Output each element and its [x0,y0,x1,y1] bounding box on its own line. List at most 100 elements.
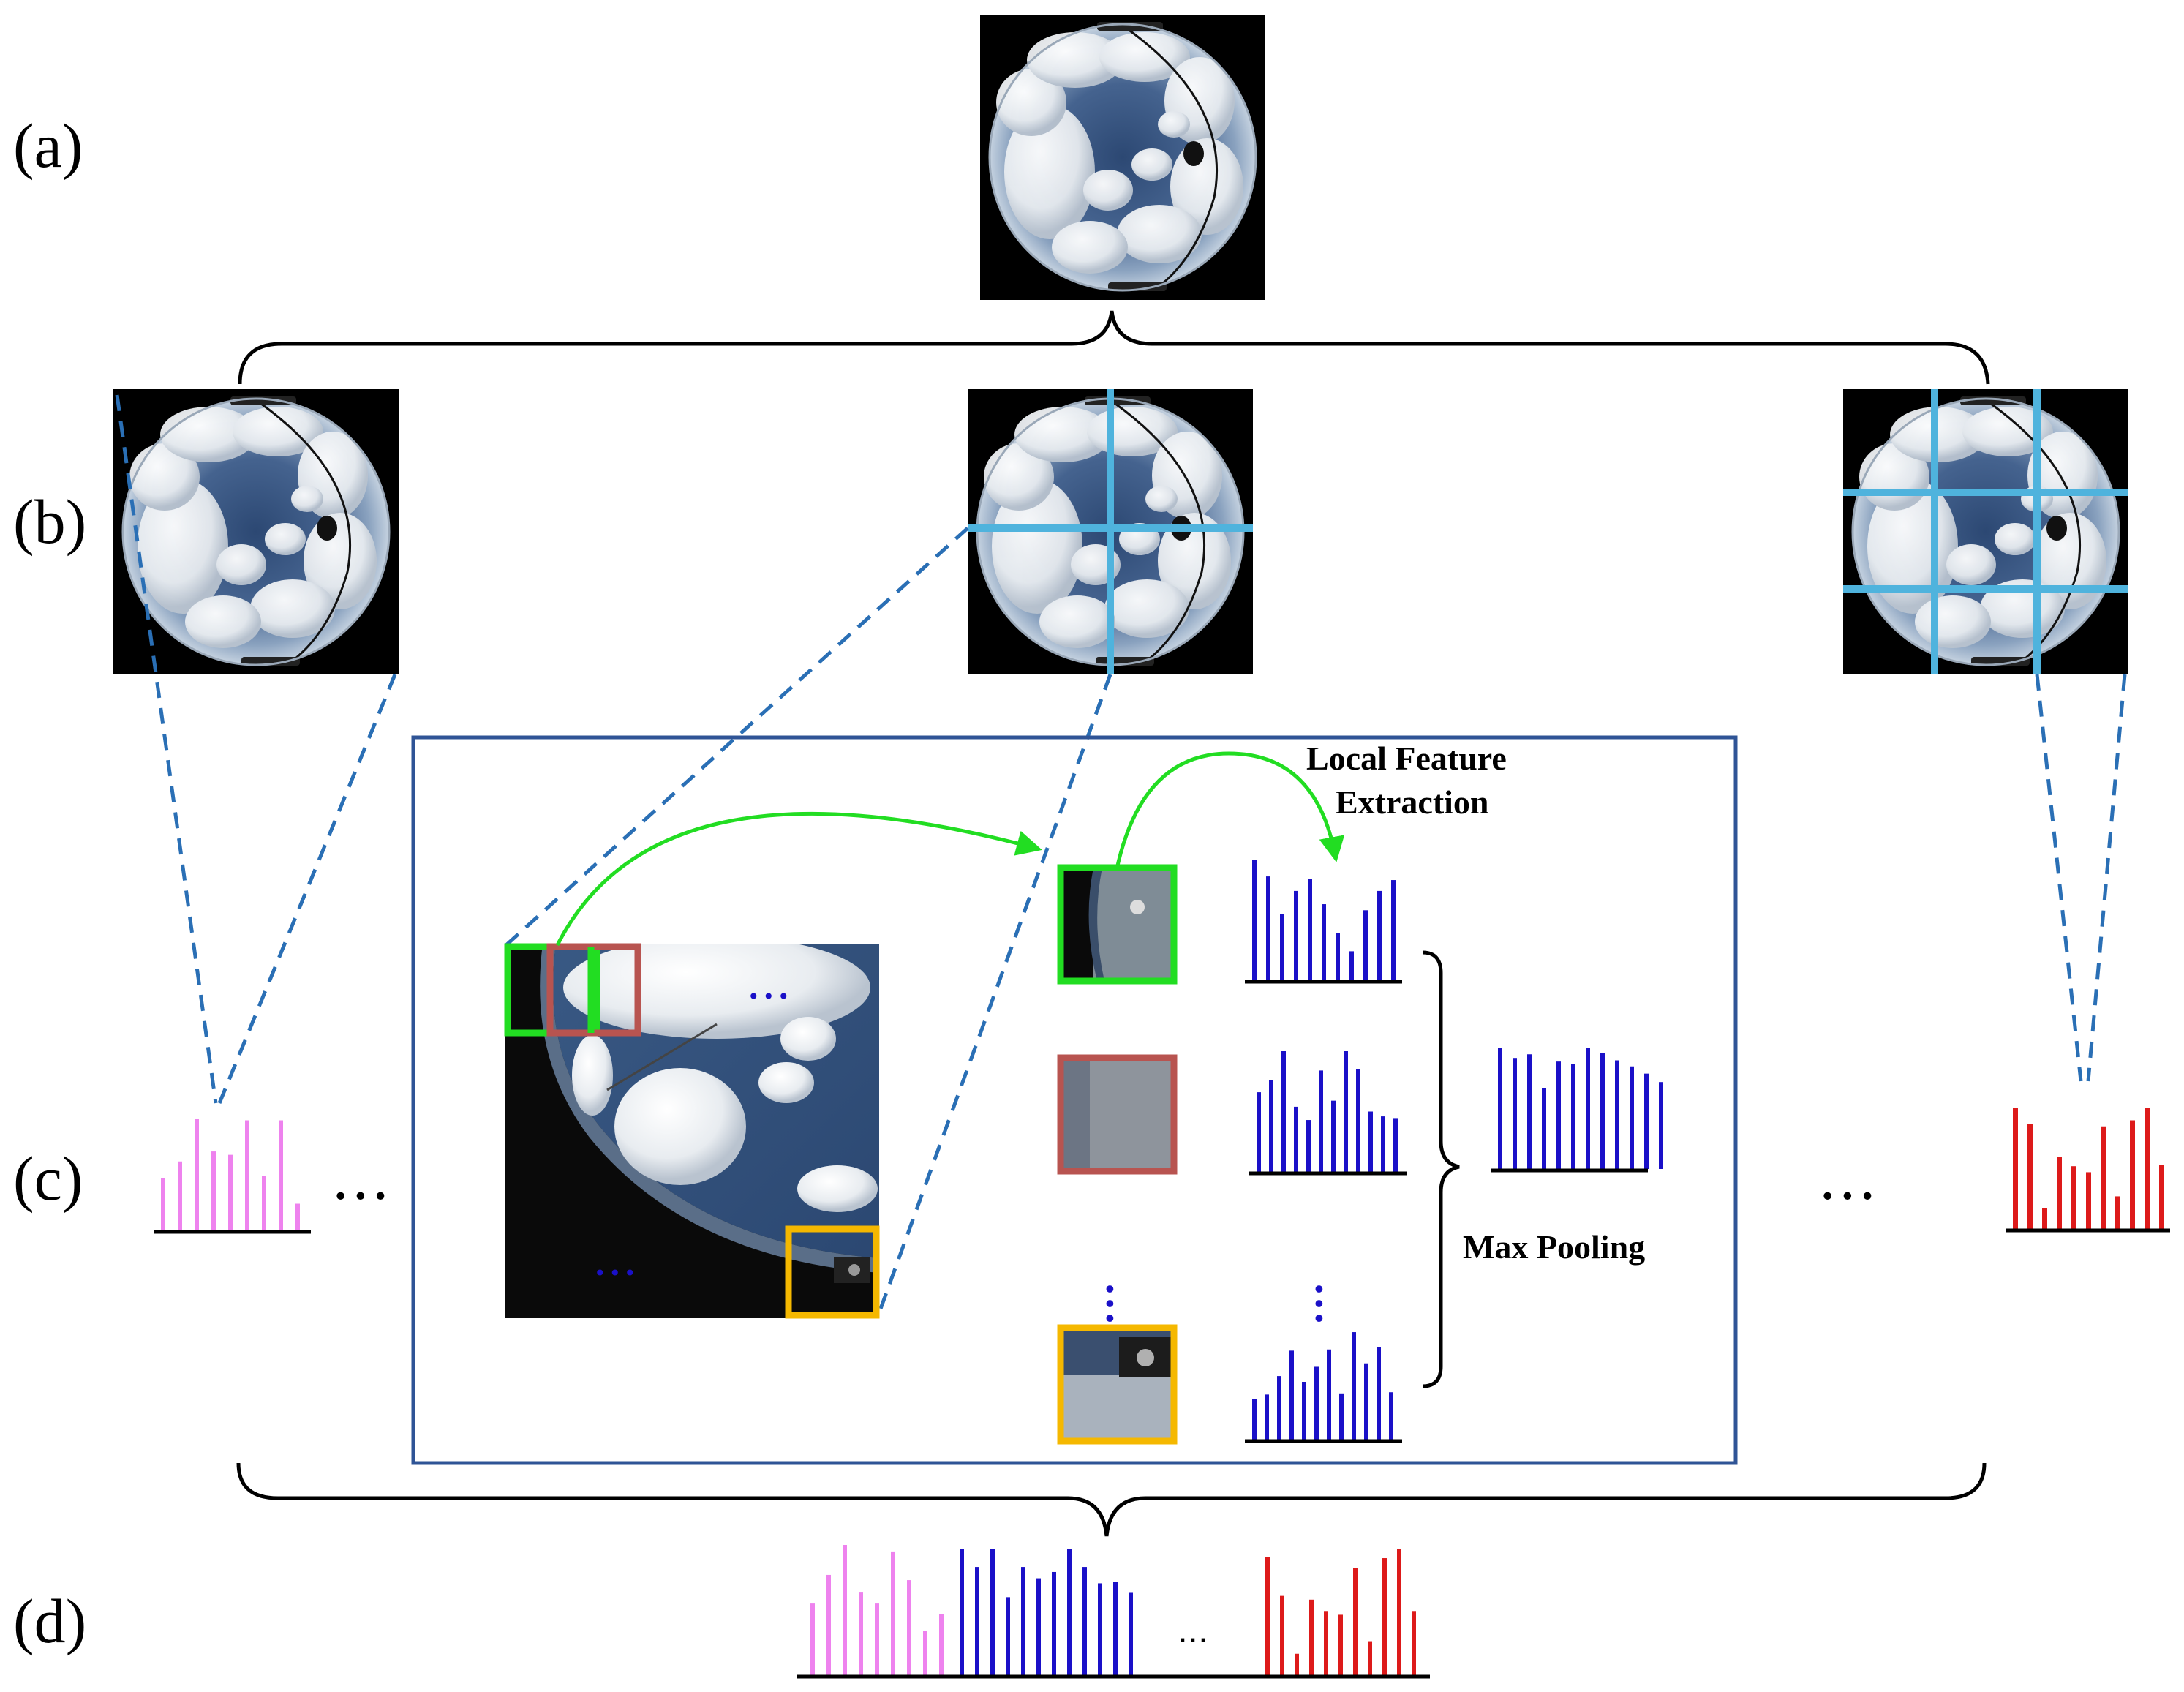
histogram-combined-blue [960,1549,1133,1675]
histogram-orange-patch-bar [1389,1392,1393,1440]
zoomed-region-image [505,944,879,1318]
histogram-orange-patch-bar [1302,1382,1306,1440]
histogram-brown-patch-bar [1344,1051,1348,1172]
histogram-green-patch-bar [1363,910,1368,980]
histogram-combined-red-bar [1382,1558,1387,1675]
crop-brown [1057,1054,1178,1175]
histogram-pooled-bar [1571,1064,1575,1169]
histogram-combined-blue-bar [1067,1549,1072,1675]
histogram-green-patch [1245,860,1402,984]
histogram-pooled-bar [1513,1058,1517,1169]
histogram-pink-bar [195,1119,199,1230]
ellipsis-left: ••• [333,1182,393,1212]
ellipsis-bottom: ... [1178,1613,1208,1650]
histogram-brown-patch-bar [1331,1100,1336,1172]
ellipsis-right: ••• [1820,1182,1880,1212]
histogram-red-bar [2130,1120,2135,1229]
histogram-pooled-bar [1630,1066,1634,1169]
projection-lines [115,394,2127,1317]
histogram-orange-patch-bar [1352,1332,1356,1440]
histogram-green-patch-bar [1294,890,1298,980]
histogram-red-bar [2086,1172,2091,1229]
histogram-combined-red-bar [1353,1568,1358,1675]
pyramid-level-1x1-image [112,388,400,676]
histogram-combined-pink-bar [939,1614,944,1675]
crop-green [1057,864,1178,985]
histogram-combined-red-bar [1309,1599,1314,1675]
histogram-combined-red-bar [1295,1653,1299,1675]
histogram-combined-pink [810,1545,944,1675]
histogram-combined-red-bar [1368,1641,1372,1675]
histogram-pink-bar [228,1154,233,1230]
histogram-red-bar [2071,1166,2076,1229]
histogram-pink-bar [178,1161,182,1230]
histogram-combined-blue-bar [990,1549,995,1675]
histogram-combined-pink-bar [826,1574,831,1675]
histogram-orange-patch-bar [1327,1349,1331,1440]
crops-vertical-ellipsis: ••• [1094,1282,1123,1326]
patch-ellipsis-top: ••• [748,985,793,1009]
histogram-combined-blue-bar [960,1549,964,1675]
histogram-pink-bar [211,1151,216,1230]
grid-lines-2x2 [968,389,1253,674]
histogram-brown-patch-bar [1368,1111,1373,1172]
histogram-green-patch-bar [1322,904,1326,980]
pyramid-level-3x3-image [1842,388,2130,676]
histogram-pink-bar [245,1120,249,1230]
orange-patch-box [785,1225,880,1319]
histogram-orange-patch-bar [1377,1347,1381,1440]
histogram-orange-patch-bar [1339,1393,1344,1440]
histogram-combined-blue-bar [1129,1592,1133,1675]
histogram-pink-bar [161,1178,165,1230]
histogram-brown-patch-bar [1319,1070,1323,1172]
histogram-combined-blue-bar [1006,1597,1010,1675]
histogram-red-bar [2159,1165,2164,1229]
label-local-feature: Local Feature [1306,740,1507,777]
histogram-pooled-bar [1659,1082,1663,1169]
histogram-brown-patch-bar [1281,1051,1286,1172]
histogram-combined-red [1265,1549,1416,1675]
histogram-brown-patch-bar [1306,1120,1311,1172]
features-vertical-ellipsis: ••• [1303,1282,1333,1326]
histogram-pink [154,1119,311,1234]
histogram-brown-patch-bar [1381,1116,1385,1172]
histogram-red [2006,1108,2170,1233]
grid-lines-3x3 [1843,389,2128,674]
histogram-orange-patch-bar [1252,1399,1257,1440]
histogram-orange-patch-bar [1277,1376,1281,1440]
histogram-pooled-bar [1586,1048,1590,1169]
histogram-combined-blue-bar [1036,1578,1041,1675]
row-label-b: (b) [13,486,86,557]
histogram-pink-bar [295,1203,300,1230]
histogram-red-bar [2027,1124,2033,1229]
histogram-pooled-bar [1644,1073,1649,1169]
histogram-green-patch-bar [1336,933,1340,980]
histogram-brown-patch-bar [1294,1106,1298,1172]
patch-ellipsis-bottom: ••• [594,1261,639,1285]
histogram-combined-blue-bar [1052,1571,1056,1675]
histogram-combined-red-bar [1412,1611,1416,1675]
histogram-pink-bar [262,1176,266,1230]
local-feature-panel [411,735,1738,1465]
histogram-pooled [1491,1048,1663,1173]
histogram-pooled-bar [1556,1061,1561,1169]
histograms [154,860,2170,1679]
histogram-green-patch-bar [1252,860,1257,980]
row-label-d: (d) [13,1586,86,1656]
histogram-green-patch-bar [1308,879,1312,980]
histogram-combined-blue-bar [1082,1567,1087,1675]
pooling-brace [1422,950,1460,1388]
histogram-orange-patch [1245,1332,1402,1443]
histogram-orange-patch-bar [1364,1363,1368,1440]
histogram-combined-red-bar [1338,1614,1343,1675]
crop-orange [1057,1324,1178,1445]
histogram-combined-pink-bar [923,1631,927,1675]
histogram-orange-patch-bar [1265,1394,1269,1440]
histogram-pink-bar [279,1120,283,1230]
histogram-orange-patch-bar [1289,1350,1294,1440]
histogram-combined-pink-bar [891,1551,895,1675]
row-label-a: (a) [13,110,83,181]
top-brace [238,310,1990,385]
histogram-green-patch-bar [1391,880,1396,980]
